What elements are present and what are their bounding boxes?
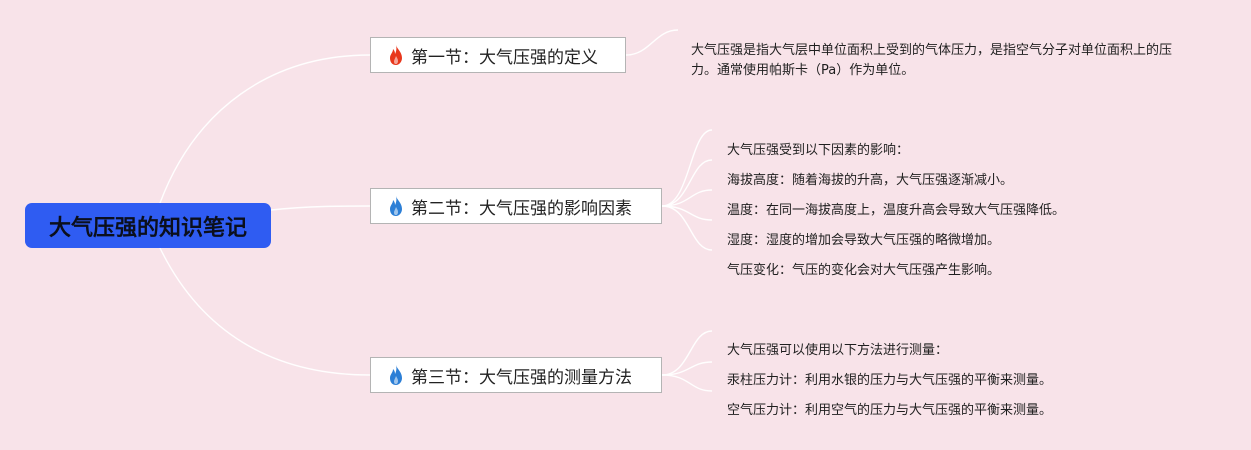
section-2-note-5: 气压变化：气压的变化会对大气压强产生影响。 (727, 263, 1001, 278)
connector-sec3-note3 (661, 374, 713, 392)
section-2-note-3: 温度：在同一海拔高度上，温度升高会导致大气压强降低。 (727, 203, 1066, 218)
connector-sec2-note3 (661, 189, 713, 207)
root-topic[interactable]: 大气压强的知识笔记 (25, 203, 271, 248)
section-3-note-1: 大气压强可以使用以下方法进行测量： (727, 343, 949, 358)
section-3-label: 第三节：大气压强的测量方法 (411, 367, 632, 388)
connector-root-sec3 (159, 247, 371, 376)
connector-root-sec2 (270, 205, 371, 211)
connector-sec2-note2 (661, 159, 713, 207)
section-1-note-1: 大气压强是指大气层中单位面积上受到的气体压力，是指空气分子对单位面积上的压力。通… (691, 43, 1173, 78)
section-1-label: 第一节：大气压强的定义 (411, 47, 598, 68)
section-3-note-2: 汞柱压力计：利用水银的压力与大气压强的平衡来测量。 (727, 373, 1053, 388)
section-2-topic[interactable]: 第二节：大气压强的影响因素 (370, 188, 662, 224)
section-3-note-3: 空气压力计：利用空气的压力与大气压强的平衡来测量。 (727, 403, 1053, 418)
connector-sec3-note1 (661, 330, 713, 376)
connector-sec2-note5 (661, 205, 713, 251)
section-3-topic[interactable]: 第三节：大气压强的测量方法 (370, 357, 662, 393)
fire-icon (387, 195, 405, 217)
fire-icon (387, 44, 405, 66)
fire-icon-shape (390, 45, 402, 65)
connector-sec2-note1 (661, 129, 713, 207)
section-2-note-1: 大气压强受到以下因素的影响： (727, 143, 910, 158)
section-2-label: 第二节：大气压强的影响因素 (411, 198, 632, 219)
section-2-note-4: 湿度：湿度的增加会导致大气压强的略微增加。 (727, 233, 1001, 248)
connector-sec2-note4 (661, 205, 713, 221)
connector-sec1-note (625, 29, 679, 56)
connector-root-sec1 (159, 54, 371, 204)
fire-icon (387, 364, 405, 386)
section-2-note-2: 海拔高度：随着海拔的升高，大气压强逐渐减小。 (727, 173, 1014, 188)
root-topic-label: 大气压强的知识笔记 (48, 215, 247, 241)
section-1-topic[interactable]: 第一节：大气压强的定义 (370, 37, 626, 73)
